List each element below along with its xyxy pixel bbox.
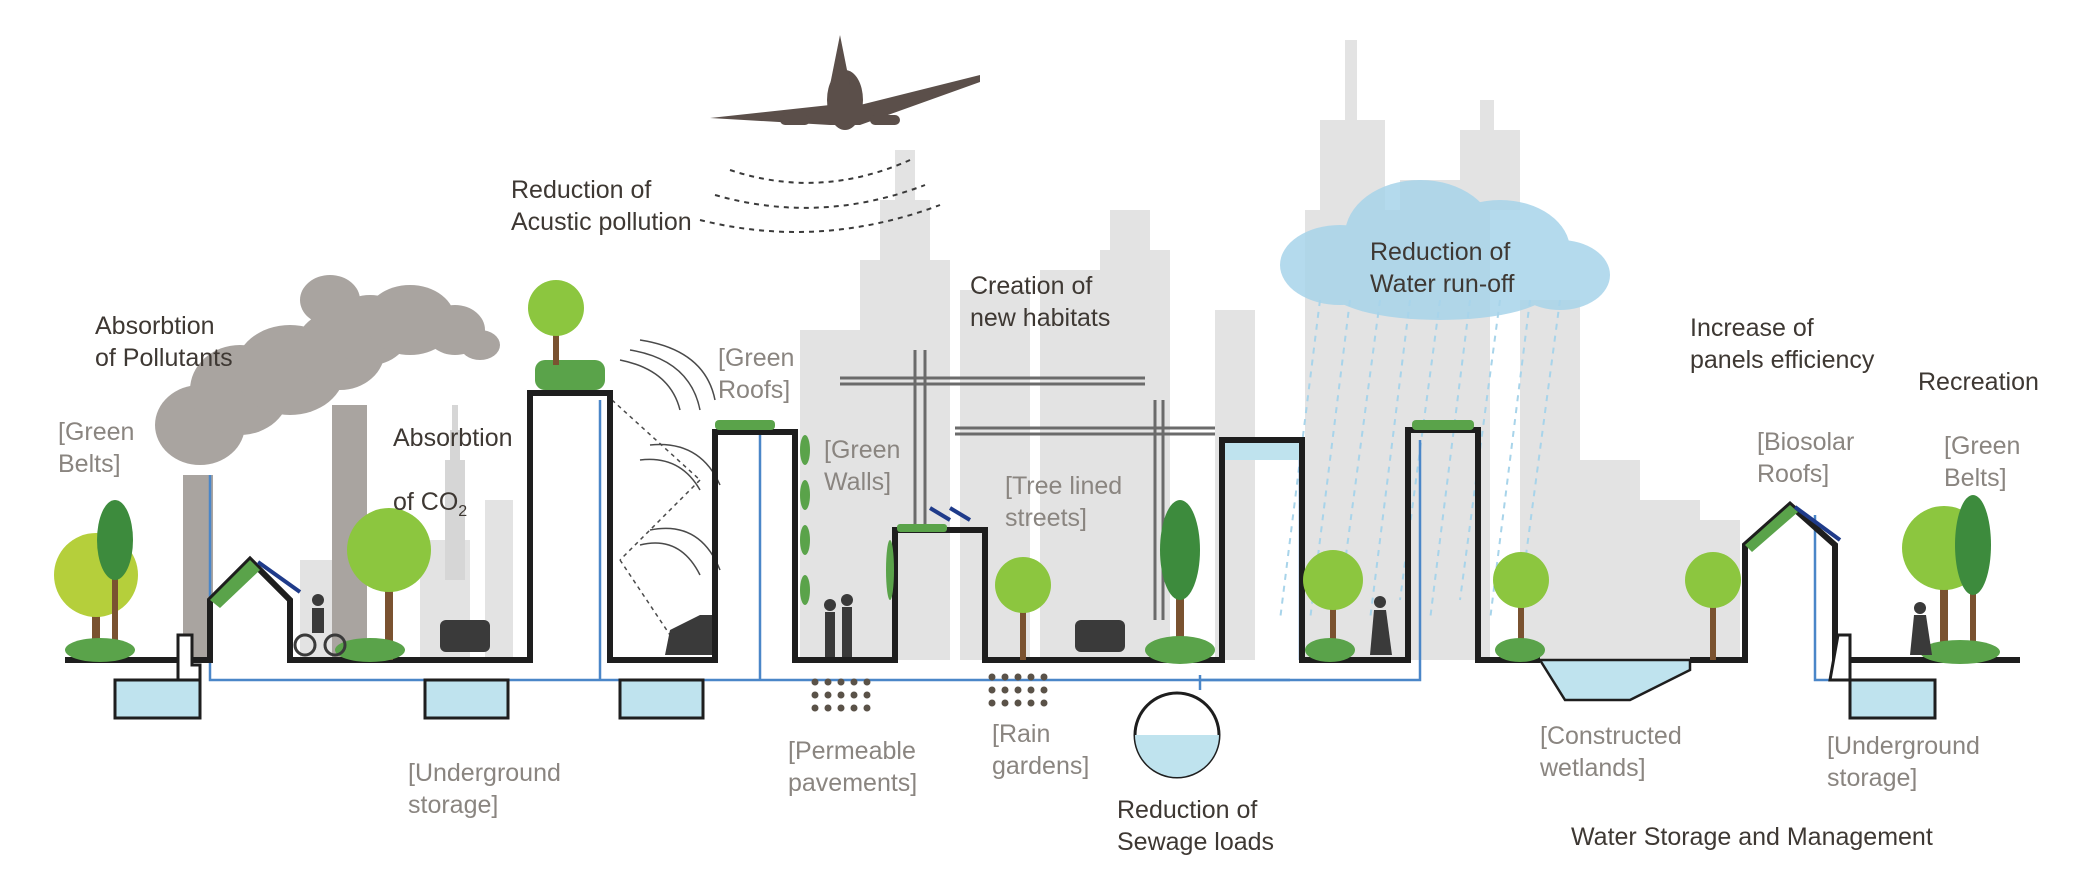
side-walls [176,633,1852,682]
storage-tanks [113,678,1937,720]
label-tree-lined-streets: [Tree lined streets] [1005,472,1123,532]
label-new-habitats: Creation of new habitats [970,272,1111,332]
airplane-icon [710,35,980,130]
cloud-icon [1279,180,1610,621]
statue-of-liberty-icon [445,405,465,580]
sound-waves [699,159,941,233]
green-walls [800,435,894,605]
green-roofs [210,360,1798,608]
label-green-belts-right: [Green Belts] [1944,432,2021,492]
label-water-runoff: Reduction of Water run-off [1370,238,1515,298]
label-co2-subscript: 2 [458,503,468,520]
label-absorption-pollutants: Absorbtion of Pollutants [95,312,233,372]
crane-icon [840,350,1215,620]
label-water-storage-management: Water Storage and Management [1571,823,1933,851]
label-biosolar-roofs: [Biosolar Roofs] [1757,428,1855,488]
label-underground-storage-right: [Underground storage] [1827,732,1980,792]
label-green-belts-left: [Green Belts] [58,418,135,478]
runner-icon [1370,596,1932,655]
solar-panel-icon [256,505,1842,594]
tree-icon [54,280,1991,660]
sewage-tank [1133,691,1221,779]
pedestrians-icon [824,594,853,657]
label-green-walls: [Green Walls] [824,436,901,496]
cyclist-icon [293,594,347,657]
label-panels-efficiency: Increase of panels efficiency [1690,314,1875,374]
permeable-dots [811,673,1048,712]
label-co2-prefix: of CO [393,488,459,516]
sound-wave-icon [611,339,721,651]
label-absorption-co2: Absorbtion of CO2 [393,390,513,528]
label-permeable-pavements: [Permeable pavements] [788,737,918,797]
smoke-icon [155,275,500,465]
shrubs [65,636,2000,664]
label-rain-gardens: [Rain gardens] [992,720,1090,780]
label-co2-line1: Absorbtion [393,424,513,452]
label-acoustic-pollution: Reduction of Acustic pollution [511,176,692,236]
wetland-pond [1537,658,1692,702]
label-constructed-wetlands: [Constructed wetlands] [1540,722,1682,782]
city-skyline [300,40,1740,660]
label-green-roofs: [Green Roofs] [718,344,795,404]
label-underground-storage-left: [Underground storage] [408,759,561,819]
label-recreation: Recreation [1918,368,2039,396]
label-sewage-loads: Reduction of Sewage loads [1117,796,1275,856]
rooftop-water [1225,440,1300,460]
car-icon [440,615,1125,655]
